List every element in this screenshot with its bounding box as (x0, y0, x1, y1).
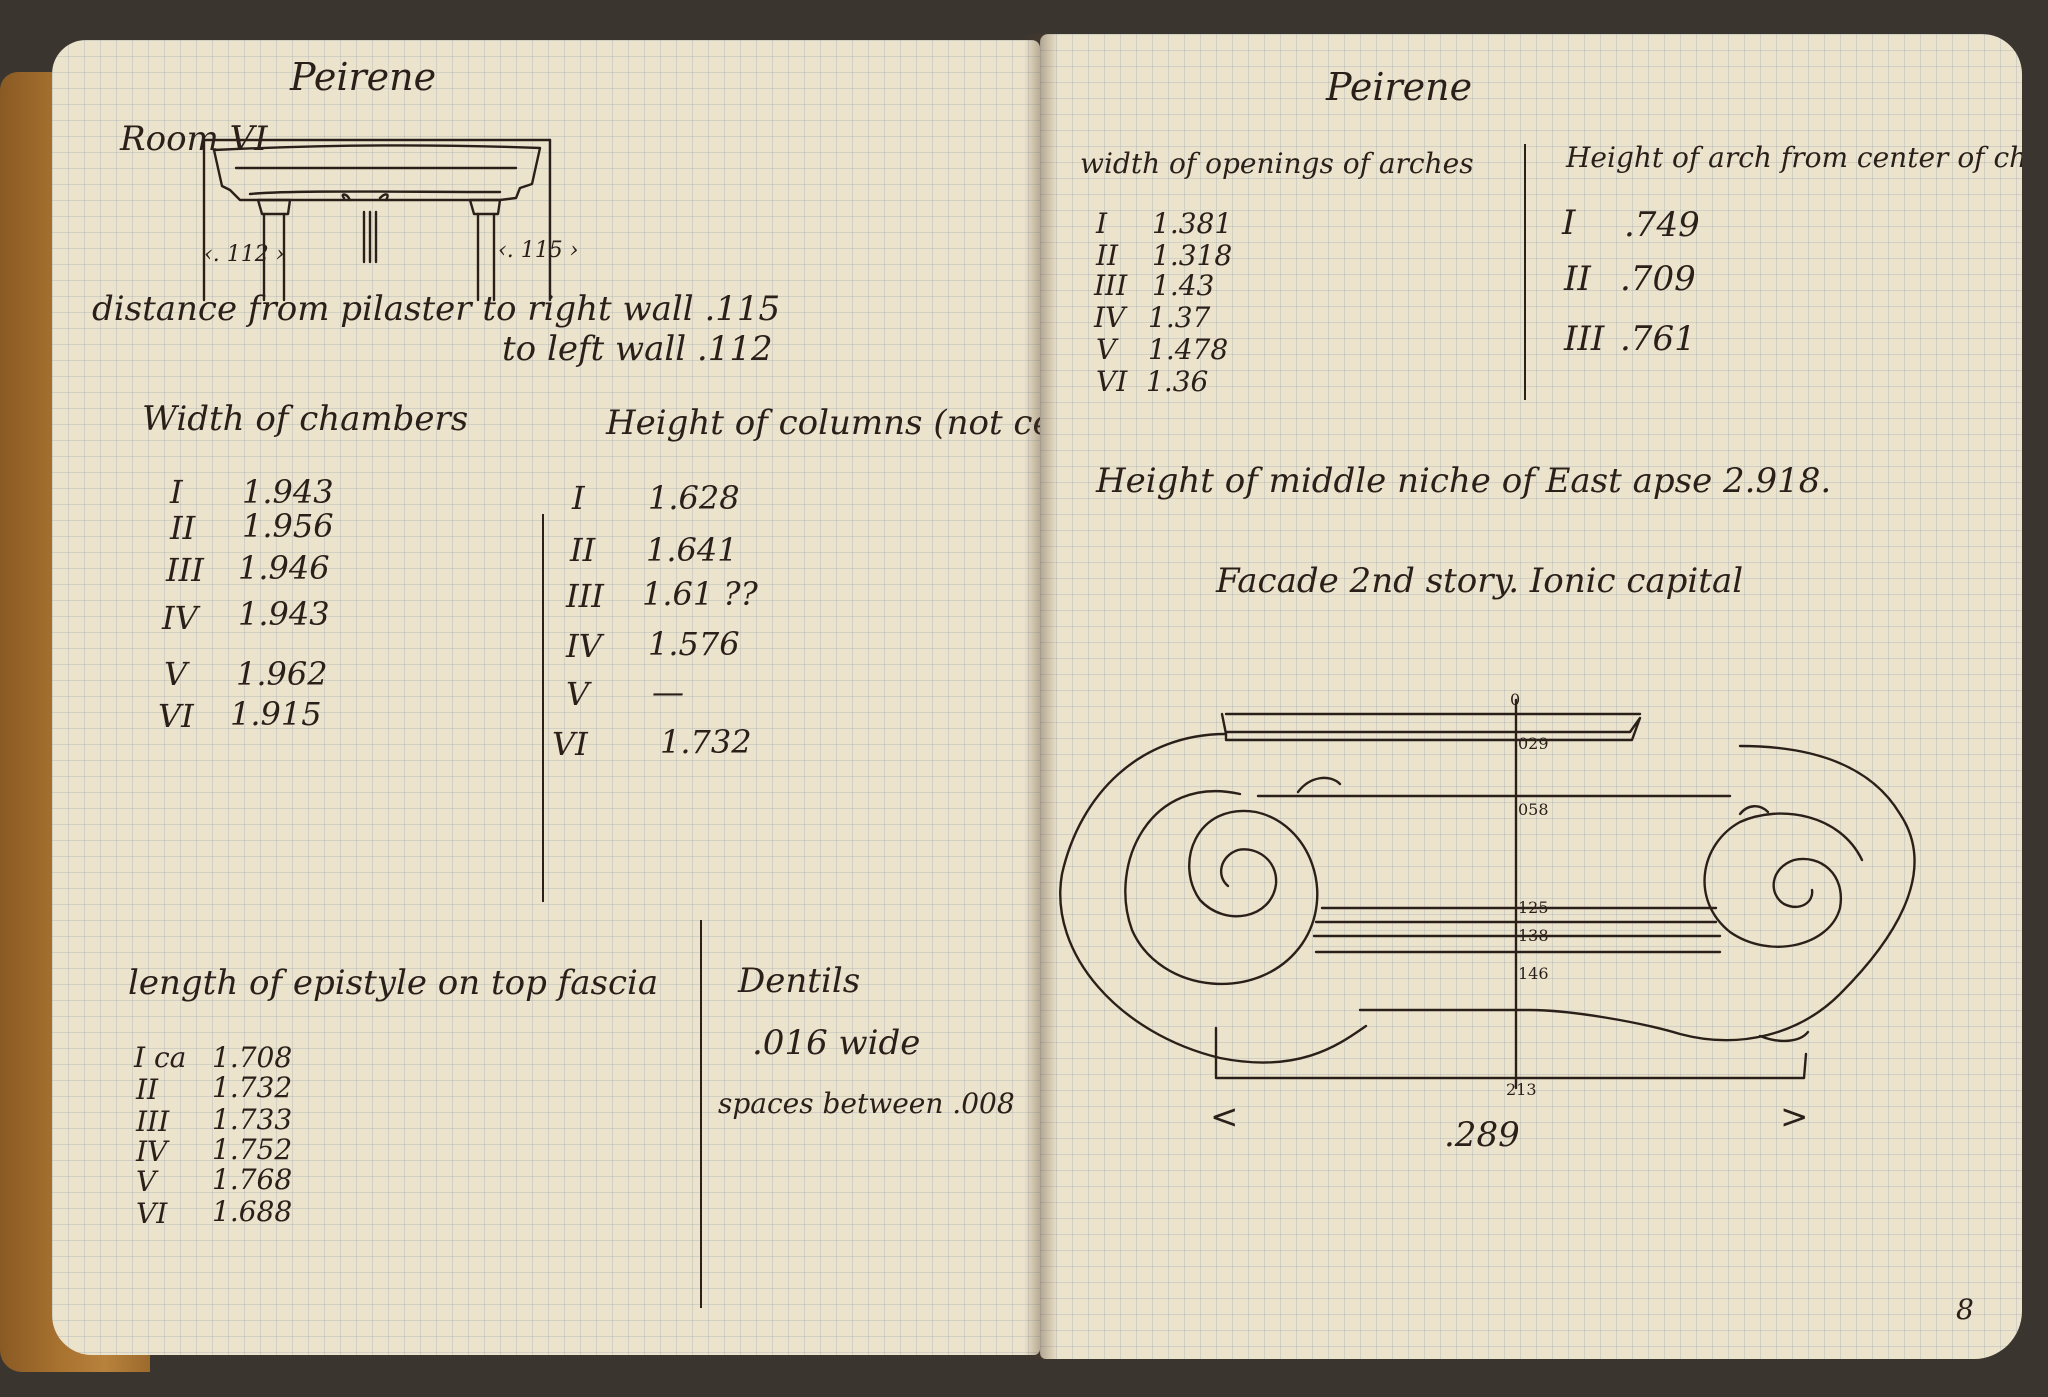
chamber-width: 1.946 (238, 549, 330, 587)
column-height: 1.61 ?? (642, 575, 758, 613)
roman-numeral: III (1094, 269, 1128, 302)
chamber-width: 1.915 (230, 695, 322, 733)
arches-height-heading: Height of arch from center of chord (1566, 141, 2022, 174)
roman-numeral: V (566, 675, 590, 713)
arch-width: 1.381 (1152, 207, 1233, 240)
page-title: Peirene (1326, 65, 1473, 109)
chamber-width: 1.943 (242, 473, 334, 511)
cornice-sketch (202, 138, 552, 302)
roman-numeral: VI (136, 1197, 168, 1230)
roman-numeral: II (136, 1073, 159, 1106)
roman-numeral: VI (552, 725, 588, 763)
roman-numeral: I (1096, 207, 1108, 240)
roman-numeral: V (136, 1165, 157, 1198)
chamber-width: 1.962 (236, 655, 328, 693)
arch-width: 1.318 (1152, 239, 1233, 272)
roman-numeral: I ca (134, 1041, 187, 1074)
arch-width: 1.37 (1148, 301, 1211, 334)
roman-numeral: III (136, 1105, 170, 1138)
arch-height: .749 (1624, 205, 1700, 245)
arch-width: 1.43 (1152, 269, 1215, 302)
capital-mark-058: 058 (1518, 800, 1549, 819)
epistyle-length: 1.752 (212, 1133, 293, 1166)
roman-numeral: II (1096, 239, 1119, 272)
page-number: 8 (1956, 1293, 1974, 1326)
epistyle-length: 1.768 (212, 1163, 293, 1196)
roman-numeral: IV (162, 599, 198, 637)
epistyle-length: 1.732 (212, 1071, 293, 1104)
column-height: 1.641 (646, 531, 738, 569)
notebook-page-right: Peirene width of openings of arches I 1.… (1040, 34, 2022, 1359)
column-divider (542, 514, 544, 902)
roman-numeral: IV (1094, 301, 1126, 334)
page-title: Peirene (290, 55, 437, 99)
capital-mark-125: 125 (1518, 898, 1549, 917)
capital-mark-138: 138 (1518, 926, 1549, 945)
roman-numeral: IV (566, 627, 602, 665)
capital-mark-0: 0 (1510, 690, 1521, 709)
roman-numeral: II (170, 509, 196, 547)
epistyle-length: 1.708 (212, 1041, 293, 1074)
roman-numeral: I (572, 479, 585, 517)
capital-mark-213: 213 (1506, 1080, 1537, 1099)
chambers-heading: Width of chambers (142, 399, 469, 439)
roman-numeral: II (1564, 259, 1591, 299)
epistyle-length: 1.733 (212, 1103, 293, 1136)
roman-numeral: IV (136, 1135, 168, 1168)
capital-mark-146: 146 (1518, 964, 1549, 983)
dimension-arrow-left: < (1210, 1097, 1239, 1137)
arches-width-heading: width of openings of arches (1080, 147, 1474, 180)
roman-numeral: III (166, 551, 204, 589)
roman-numeral: I (170, 473, 183, 511)
arches-divider (1524, 144, 1526, 400)
arch-width: 1.36 (1146, 365, 1209, 398)
epistyle-length: 1.688 (212, 1195, 293, 1228)
chamber-width: 1.943 (238, 595, 330, 633)
roman-numeral: V (1096, 333, 1117, 366)
niche-height-note: Height of middle niche of East apse 2.91… (1096, 461, 1832, 501)
dentils-spacing: spaces between .008 (718, 1087, 1015, 1120)
capital-width: .289 (1444, 1115, 1520, 1155)
sketch-dim-left: ‹. 112 › (204, 242, 285, 267)
dentils-width: .016 wide (752, 1023, 921, 1063)
notebook-page-left: Peirene Room VI ‹. 112 › ‹. 115 › distan… (52, 40, 1040, 1355)
chamber-width: 1.956 (242, 507, 334, 545)
roman-numeral: III (566, 577, 604, 615)
roman-numeral: VI (1096, 365, 1128, 398)
column-height: — (652, 673, 684, 711)
column-height: 1.576 (648, 625, 740, 663)
distance-line-2: to left wall .112 (502, 329, 773, 369)
sketch-dim-right: ‹. 115 › (498, 238, 579, 263)
column-height: 1.628 (648, 479, 740, 517)
dimension-arrow-right: > (1780, 1097, 1809, 1137)
capital-heading: Facade 2nd story. Ionic capital (1216, 561, 1744, 601)
roman-numeral: III (1564, 319, 1605, 359)
roman-numeral: VI (158, 697, 194, 735)
roman-numeral: II (570, 531, 596, 569)
distance-line-1: distance from pilaster to right wall .11… (92, 289, 781, 329)
dentils-heading: Dentils (738, 961, 861, 1001)
roman-numeral: V (164, 655, 188, 693)
arch-height: .761 (1620, 319, 1696, 359)
columns-heading: Height of columns (not certain) (606, 403, 1040, 443)
ionic-capital-drawing (1059, 698, 1916, 1090)
capital-mark-029: 029 (1518, 734, 1549, 753)
epistyle-heading: length of epistyle on top fascia (128, 963, 659, 1003)
column-height: 1.732 (660, 723, 752, 761)
arch-height: .709 (1620, 259, 1696, 299)
arch-width: 1.478 (1148, 333, 1229, 366)
roman-numeral: I (1562, 203, 1576, 243)
dentils-divider (700, 920, 702, 1308)
